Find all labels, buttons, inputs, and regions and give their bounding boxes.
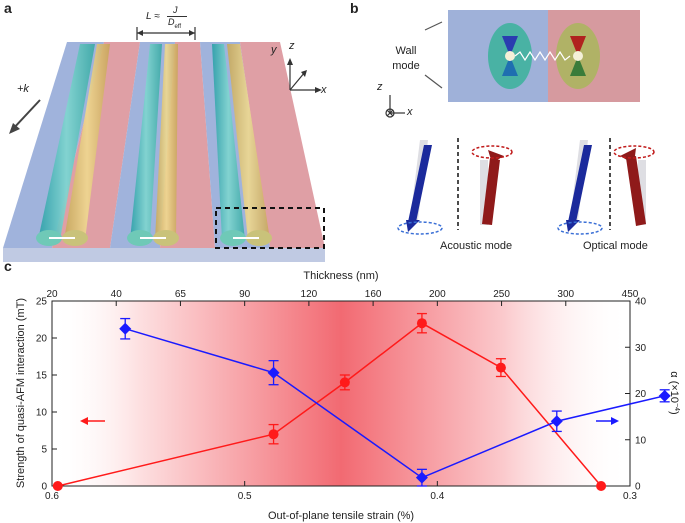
plot-background-shade <box>52 301 630 486</box>
top-tick-label: 90 <box>239 289 251 300</box>
top-tick-label: 40 <box>111 289 123 300</box>
data-point <box>119 322 132 335</box>
axis-label-z-b: z <box>377 81 383 93</box>
k-arrow-icon <box>11 99 41 131</box>
data-point <box>339 377 350 388</box>
axes-icon <box>385 95 405 118</box>
optical-mode-label: Optical mode <box>583 240 648 252</box>
x-tick-label: 0.5 <box>238 491 252 502</box>
domain-strip-red <box>240 42 325 248</box>
data-point <box>596 481 607 491</box>
top-tick-label: 450 <box>622 289 639 300</box>
data-point <box>52 481 63 491</box>
optical-mode-diagram <box>557 138 655 235</box>
y2-axis-label: α (×10−4) <box>668 371 680 414</box>
data-point <box>495 362 506 373</box>
k-arrow-head-icon <box>9 123 20 134</box>
formula-L: L ≈ <box>146 11 160 22</box>
panel-b-illustration <box>385 10 655 235</box>
x-tick-label: 0.4 <box>430 491 444 502</box>
acoustic-mode-label: Acoustic mode <box>440 240 513 252</box>
slab-front-face <box>3 248 325 262</box>
formula-numerator: J <box>173 5 178 15</box>
top-tick-label: 65 <box>175 289 187 300</box>
data-point <box>268 429 279 440</box>
data-point <box>416 318 427 329</box>
panel-c-letter: c <box>4 258 12 274</box>
top-tick-label: 300 <box>557 289 574 300</box>
panel-b-letter: b <box>350 0 359 16</box>
k-label: +k <box>17 83 29 95</box>
y-tick-label: 15 <box>36 371 48 382</box>
top-tick-label: 20 <box>46 289 58 300</box>
top-tick-label: 200 <box>429 289 446 300</box>
domain-wall-tubes <box>36 44 272 246</box>
right-axis-pointer <box>596 417 619 425</box>
y-tick-label: 10 <box>36 408 48 419</box>
axis-label-z: z <box>289 40 295 52</box>
y-tick-label: 5 <box>41 445 47 456</box>
y2-tick-label: 20 <box>635 389 647 400</box>
axis-label-y: y <box>271 44 277 56</box>
left-axis-pointer <box>80 417 105 425</box>
series-line-1 <box>57 322 602 487</box>
y-tick-label: 20 <box>36 334 48 345</box>
unit-cell-dashed-box <box>215 207 325 249</box>
x-axis-label: Out-of-plane tensile strain (%) <box>268 510 414 522</box>
y2-tick-label: 10 <box>635 435 647 446</box>
axes-icon <box>289 62 318 91</box>
top-tick-label: 160 <box>365 289 382 300</box>
data-point <box>550 415 563 428</box>
top-tick-label: 250 <box>493 289 510 300</box>
axis-label-x-b: x <box>407 106 413 118</box>
panel-a-letter: a <box>4 0 12 16</box>
data-point <box>415 471 428 484</box>
formula-bar <box>167 16 187 17</box>
y-tick-label: 0 <box>41 482 47 493</box>
y2-tick-label: 0 <box>635 482 641 493</box>
top-axis-label: Thickness (nm) <box>303 270 378 282</box>
data-point <box>267 366 280 379</box>
formula-denominator: Deff <box>168 17 182 30</box>
y-tick-label: 25 <box>36 297 48 308</box>
wall-mode-pointer-icon <box>424 21 443 31</box>
y2-tick-label: 40 <box>635 297 647 308</box>
x-tick-label: 0.6 <box>45 491 59 502</box>
top-tick-label: 120 <box>301 289 318 300</box>
data-point <box>658 389 671 402</box>
y2-tick-label: 30 <box>635 343 647 354</box>
exchange-spring-icon <box>514 50 571 62</box>
y-axis-label: Strength of quasi-AFM interaction (mT) <box>15 298 27 488</box>
x-tick-label: 0.3 <box>623 491 637 502</box>
panel-a-illustration <box>3 27 325 262</box>
acoustic-mode-diagram <box>397 138 513 235</box>
axis-label-x: x <box>321 84 327 96</box>
